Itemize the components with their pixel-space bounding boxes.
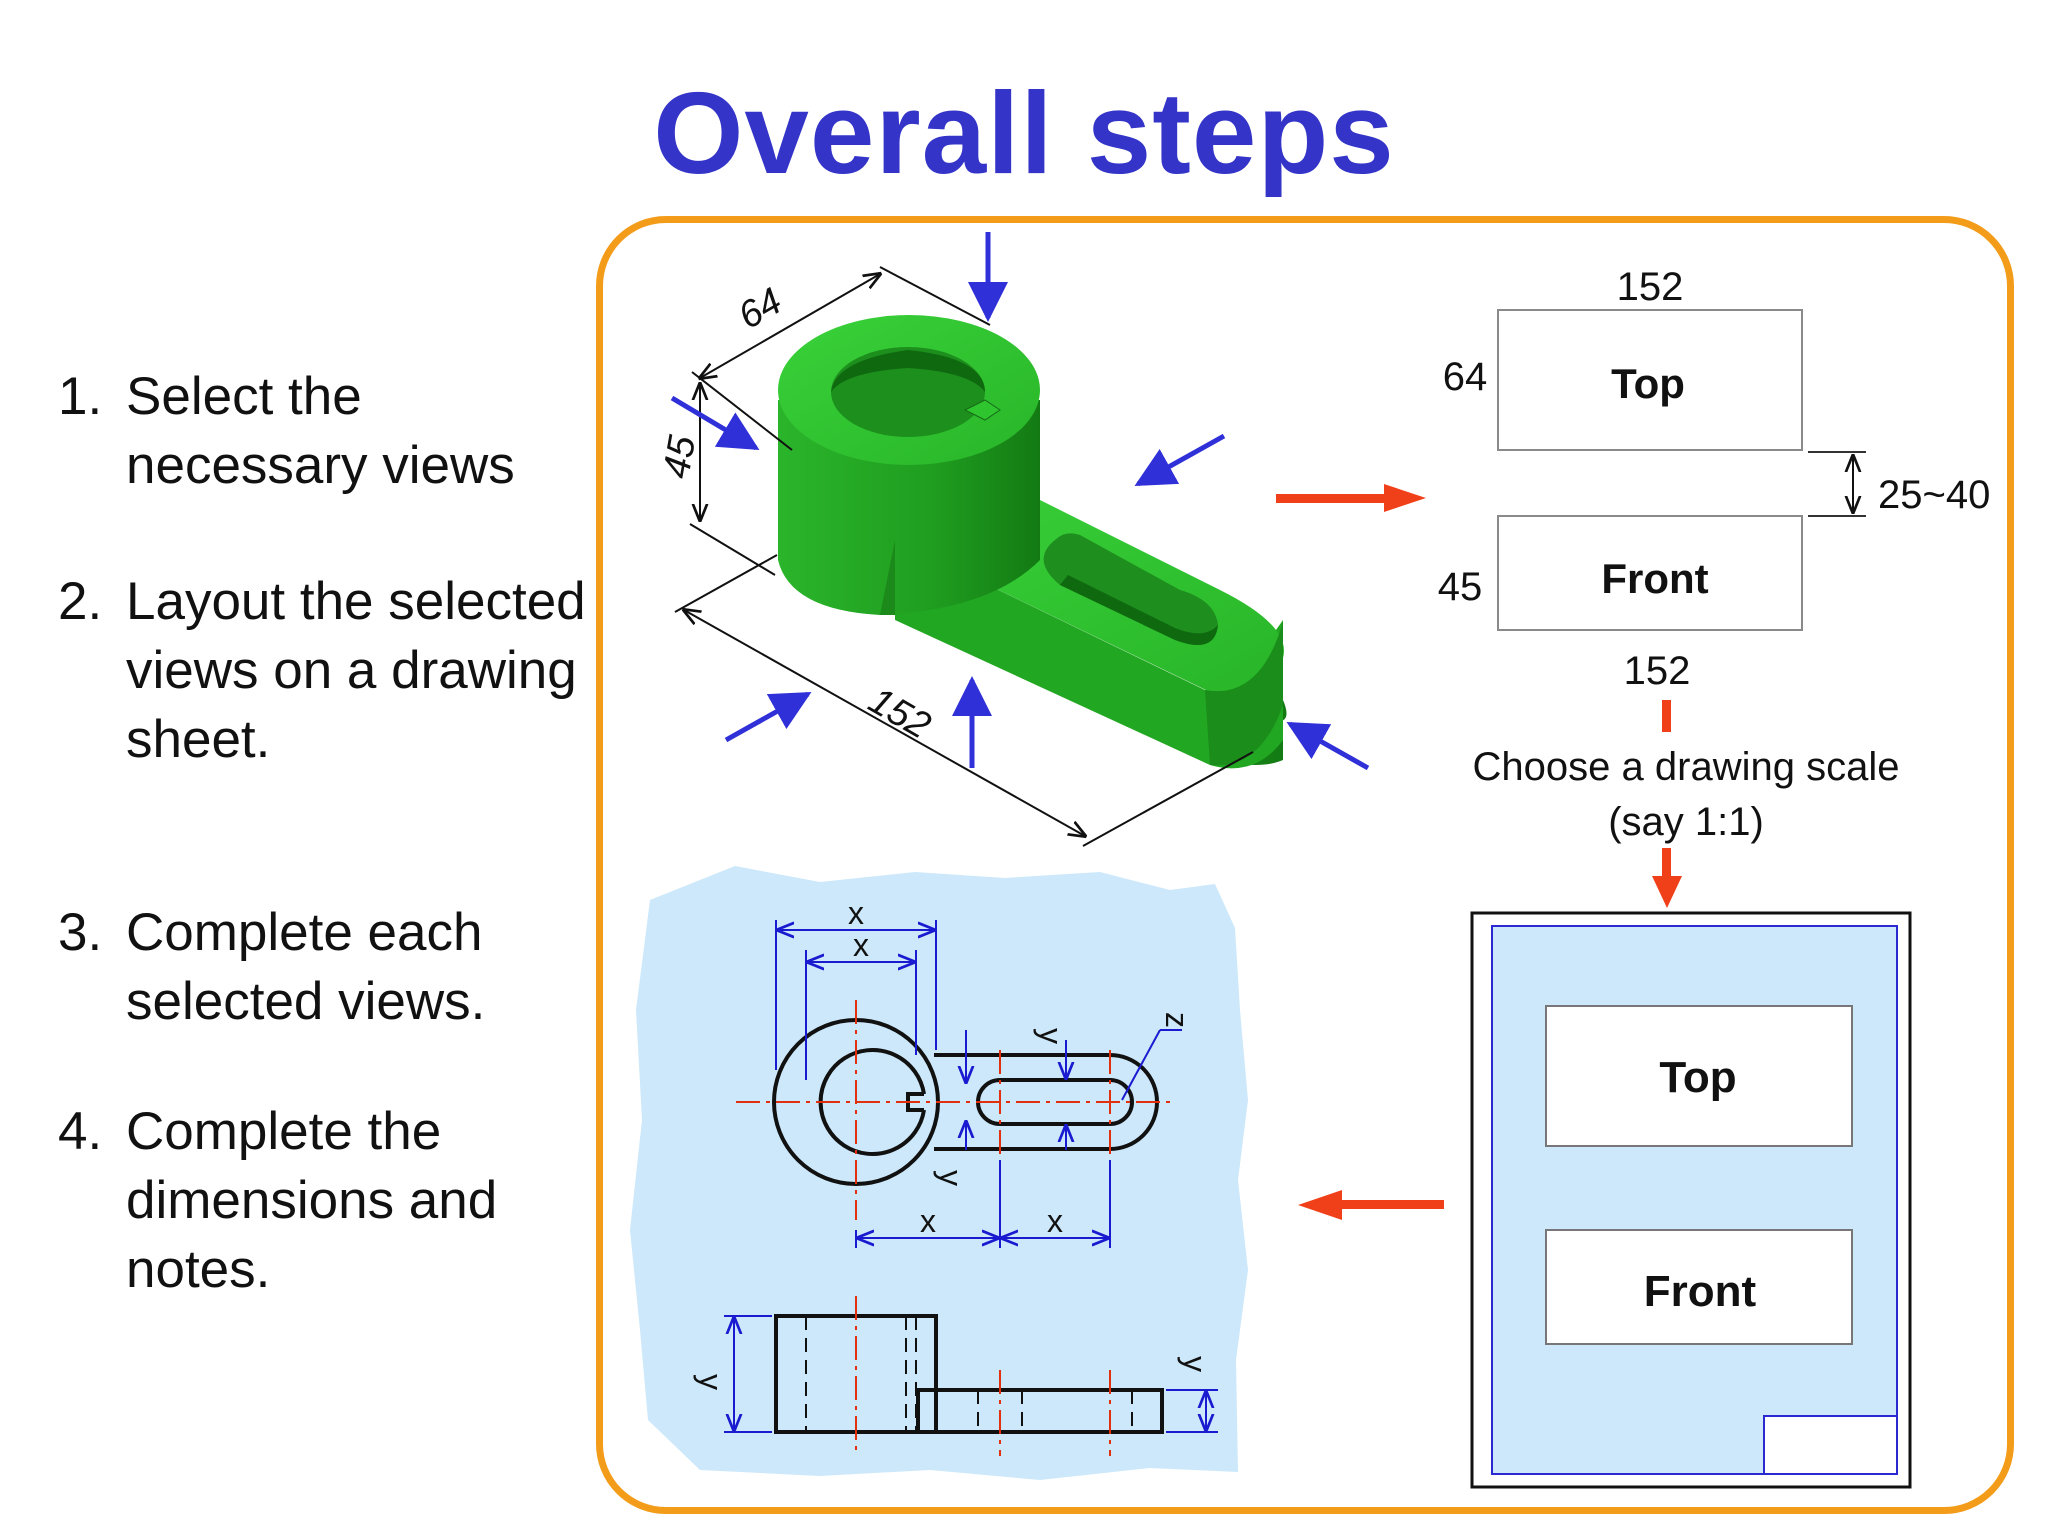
front-view-box	[1497, 515, 1803, 631]
scale-note-line2: (say 1:1)	[1608, 800, 1764, 844]
sketch-background	[630, 866, 1248, 1480]
view-arrow	[1286, 721, 1370, 771]
dim-x-label: x	[920, 1203, 936, 1239]
view-layout	[1497, 309, 1866, 631]
flow-arrow-down-2	[1652, 848, 1682, 908]
step-text: Complete each selected views.	[126, 903, 486, 1031]
scale-note-line1: Choose a drawing scale	[1473, 745, 1900, 789]
ortho-sketch: x x x x y y z	[630, 866, 1248, 1480]
dim-y-label: y	[1033, 1028, 1069, 1044]
arm-end-face	[1205, 622, 1283, 766]
sheet-top-label: Top	[1659, 1053, 1736, 1102]
dim-y-label: y	[693, 1374, 729, 1390]
sheet-top-box	[1545, 1005, 1853, 1147]
layout-front-width: 152	[1624, 649, 1691, 693]
step-number: 4.	[58, 1102, 103, 1161]
layout-gap: 25~40	[1878, 473, 1990, 517]
dim-z-label: z	[1159, 1012, 1195, 1028]
drawing-sheet	[1470, 911, 1912, 1489]
page-title: Overall steps	[653, 68, 1395, 198]
step-number: 2.	[58, 572, 103, 631]
flow-arrow-right	[1276, 484, 1426, 512]
layout-front-height: 45	[1438, 565, 1483, 609]
layout-top-label: Top	[1611, 360, 1685, 407]
title-block	[1763, 1415, 1898, 1475]
view-direction-arrows	[670, 232, 1370, 771]
step-number: 3.	[58, 903, 103, 962]
dim-x-label: x	[1047, 1203, 1063, 1239]
slot-hole	[1043, 533, 1218, 645]
dim-x-label: x	[853, 927, 869, 963]
view-arrow	[724, 691, 812, 743]
iso-height-dim: 45	[656, 432, 705, 482]
step-text: Complete the dimensions and notes.	[126, 1102, 498, 1299]
iso-width-dim: 64	[732, 280, 790, 338]
layout-top-width: 152	[1617, 265, 1684, 309]
layout-top-depth: 64	[1443, 355, 1488, 399]
top-view-box	[1497, 309, 1803, 451]
layout-front-label: Front	[1601, 555, 1708, 602]
dim-x-label: x	[848, 895, 864, 931]
process-frame	[596, 216, 2014, 1514]
flow-arrow-down-1	[1662, 700, 1671, 732]
keyway	[963, 399, 1001, 421]
dim-y-label: y	[933, 1170, 969, 1186]
sheet-front-box	[1545, 1229, 1853, 1345]
iso-length-dim: 152	[862, 679, 938, 747]
view-arrow	[1134, 433, 1226, 487]
flow-arrow-left	[1298, 1190, 1444, 1220]
step-text: Layout the selected views on a drawing s…	[126, 572, 586, 769]
dim-y-label: y	[1177, 1356, 1213, 1372]
view-arrow	[670, 395, 760, 451]
flow-arrows	[1276, 484, 1682, 1220]
isometric-model	[778, 315, 1287, 769]
steps-list: 1. Select the necessary views 2. Layout …	[0, 0, 590, 1536]
step-number: 1.	[58, 367, 103, 426]
step-text: Select the necessary views	[126, 367, 515, 495]
sheet-front-label: Front	[1644, 1267, 1757, 1316]
